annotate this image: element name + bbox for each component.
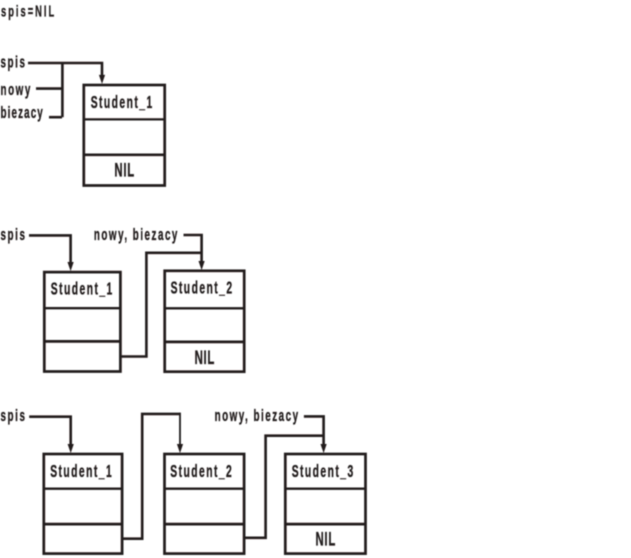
svg-text:nowy, biezacy: nowy, biezacy <box>94 226 178 244</box>
svg-text:Student_1: Student_1 <box>50 462 112 481</box>
svg-text:nowy: nowy <box>1 80 31 98</box>
svg-text:spis: spis <box>1 225 25 243</box>
svg-text:spis: spis <box>1 53 25 71</box>
svg-text:Student_2: Student_2 <box>170 462 232 481</box>
svg-text:nowy, biezacy: nowy, biezacy <box>215 406 299 424</box>
svg-text:spis=NIL: spis=NIL <box>1 2 54 20</box>
svg-text:Student_1: Student_1 <box>91 93 153 112</box>
svg-text:NIL: NIL <box>114 161 134 182</box>
svg-text:NIL: NIL <box>195 348 215 369</box>
svg-text:spis: spis <box>1 406 25 424</box>
svg-text:Student_3: Student_3 <box>292 462 354 481</box>
svg-text:Student_1: Student_1 <box>51 280 113 299</box>
svg-text:NIL: NIL <box>316 530 336 551</box>
svg-text:Student_2: Student_2 <box>171 279 233 298</box>
svg-text:biezacy: biezacy <box>1 104 44 122</box>
